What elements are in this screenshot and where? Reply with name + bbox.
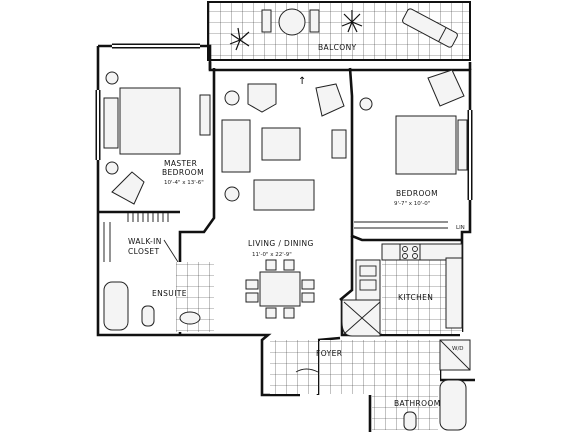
master-bedroom-label: MASTER BEDROOM	[162, 159, 204, 177]
living-dining: ↑ LIVING / DINING 11'-0" x 22'-9"	[221, 76, 347, 319]
balcony-table	[278, 8, 306, 36]
north-arrow-icon: ↑	[298, 76, 306, 87]
bedroom-label: BEDROOM	[396, 189, 438, 198]
coffee-table	[261, 127, 301, 161]
ensuite-sink	[179, 311, 201, 325]
living-dining-dim: 11'-0" x 22'-9"	[252, 252, 292, 258]
living-sofa-left	[221, 119, 251, 173]
living-armchair-1	[247, 83, 277, 113]
bedroom-dim: 9'-7" x 10'-0"	[394, 201, 430, 207]
ensuite: ENSUITE	[103, 262, 214, 332]
dining-table	[259, 271, 301, 307]
living-dining-label: LIVING / DINING	[248, 239, 314, 248]
kitchen-counter-right	[445, 257, 463, 329]
master-bedroom: MASTER BEDROOM 10'-4" x 13'-6"	[103, 71, 211, 262]
balcony-area: BALCONY	[207, 1, 471, 61]
kitchen: KITCHEN	[341, 243, 463, 337]
balcony-plant-icon-2	[229, 27, 250, 51]
wd-label: W/D	[452, 346, 464, 352]
closet-shelving	[103, 211, 172, 262]
laundry: W/D	[439, 339, 471, 371]
living-sofa-bottom	[253, 179, 315, 211]
ensuite-label: ENSUITE	[152, 289, 187, 298]
ensuite-toilet	[141, 305, 155, 327]
bathroom: BATHROOM	[372, 379, 467, 431]
master-bed	[119, 87, 181, 155]
bathroom-label: BATHROOM	[394, 399, 441, 408]
kitchen-stove	[399, 243, 421, 261]
tv-unit	[331, 129, 347, 159]
bathroom-tub	[439, 379, 467, 431]
walk-in-closet-label: WALK-IN CLOSET	[128, 237, 165, 256]
master-chair	[111, 171, 145, 205]
balcony-lounger	[402, 8, 458, 48]
walk-in-closet: WALK-IN CLOSET	[128, 237, 179, 263]
kitchen-label: KITCHEN	[398, 293, 433, 302]
master-bedroom-dim: 10'-4" x 13'-6"	[164, 180, 204, 186]
exterior-walls	[95, 43, 473, 337]
foyer-label: FOYER	[316, 349, 342, 358]
bedroom-armchair	[427, 69, 465, 107]
bathroom-toilet	[403, 411, 417, 431]
living-armchair-2	[315, 83, 345, 117]
bedroom: BEDROOM 9'-7" x 10'-0" LIN	[354, 69, 468, 231]
ensuite-tub	[103, 281, 129, 331]
linen-label: LIN	[456, 225, 465, 231]
balcony-label: BALCONY	[318, 43, 357, 52]
balcony-plant-icon	[341, 10, 363, 33]
bedroom-bed	[395, 115, 457, 175]
